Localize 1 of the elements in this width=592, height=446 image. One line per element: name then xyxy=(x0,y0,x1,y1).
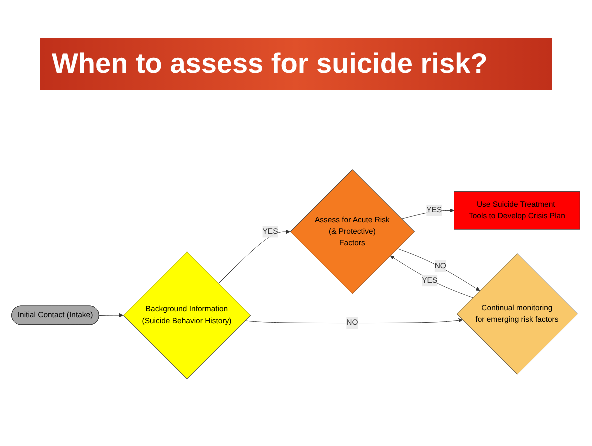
title-banner: When to assess for suicide risk? xyxy=(40,38,552,90)
